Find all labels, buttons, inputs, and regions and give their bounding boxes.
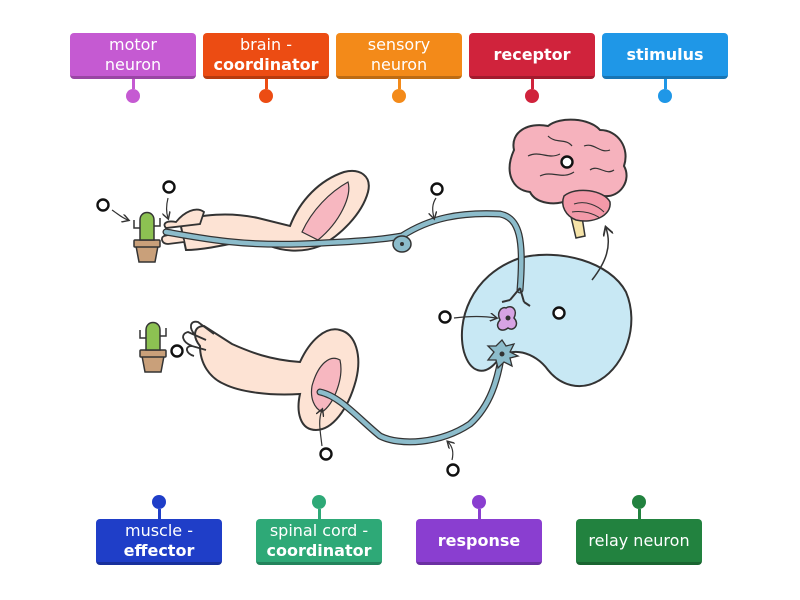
label-line-1: muscle - bbox=[124, 520, 193, 540]
label-pin-stem bbox=[397, 79, 401, 89]
label-pin-stem bbox=[477, 509, 481, 519]
label-line-1: brain - bbox=[240, 34, 292, 54]
label-receptor[interactable]: receptor bbox=[469, 33, 595, 79]
label-pin-dot bbox=[152, 495, 166, 509]
label-pin-dot bbox=[312, 495, 326, 509]
label-line-2: effector bbox=[123, 540, 195, 560]
label-line-1: spinal cord - bbox=[269, 520, 369, 540]
drop-target-icon[interactable] bbox=[96, 198, 110, 212]
label-pin-dot bbox=[525, 89, 539, 103]
label-line-2: neuron bbox=[104, 54, 162, 74]
label-line-1: receptor bbox=[493, 44, 571, 64]
label-muscle-effector[interactable]: muscle - effector bbox=[96, 519, 222, 565]
drop-target-icon[interactable] bbox=[430, 182, 444, 196]
label-pin-dot bbox=[472, 495, 486, 509]
label-pin-dot bbox=[632, 495, 646, 509]
label-sensory-neuron[interactable]: sensory neuron bbox=[336, 33, 462, 79]
cactus-bottom bbox=[139, 321, 167, 373]
label-pin-stem bbox=[530, 79, 534, 89]
spinal-cord bbox=[460, 253, 633, 388]
ascending-arrow bbox=[591, 228, 608, 281]
lower-arm bbox=[182, 320, 360, 432]
drop-target-icon[interactable] bbox=[560, 155, 574, 169]
label-pin-stem bbox=[264, 79, 268, 89]
label-pin-dot bbox=[658, 89, 672, 103]
label-line-1: stimulus bbox=[626, 44, 704, 64]
label-line-2: neuron bbox=[370, 54, 428, 74]
label-brain-coordinator[interactable]: brain - coordinator bbox=[203, 33, 329, 79]
label-relay-neuron[interactable]: relay neuron bbox=[576, 519, 702, 565]
brain bbox=[508, 118, 628, 239]
label-stimulus[interactable]: stimulus bbox=[602, 33, 728, 79]
label-line-1: sensory bbox=[367, 34, 431, 54]
drop-target-icon[interactable] bbox=[438, 310, 452, 324]
label-response[interactable]: response bbox=[416, 519, 542, 565]
drop-target-icon[interactable] bbox=[446, 463, 460, 477]
drop-target-icon[interactable] bbox=[319, 447, 333, 461]
motor-nerve bbox=[317, 349, 505, 445]
label-pin-dot bbox=[392, 89, 406, 103]
label-line-1: motor bbox=[108, 34, 157, 54]
drop-target-icon[interactable] bbox=[162, 180, 176, 194]
label-pin-dot bbox=[126, 89, 140, 103]
drop-target-icon[interactable] bbox=[170, 344, 184, 358]
label-pin-stem bbox=[157, 509, 161, 519]
label-spinal-cord-coordinator[interactable]: spinal cord - coordinator bbox=[256, 519, 382, 565]
drop-target-icon[interactable] bbox=[552, 306, 566, 320]
label-line-1: response bbox=[437, 530, 521, 550]
label-pin-stem bbox=[663, 79, 667, 89]
label-motor-neuron[interactable]: motor neuron bbox=[70, 33, 196, 79]
label-line-1: relay neuron bbox=[588, 530, 690, 550]
label-pin-stem bbox=[637, 509, 641, 519]
cactus-top bbox=[133, 211, 161, 263]
label-pin-dot bbox=[259, 89, 273, 103]
label-line-2: coordinator bbox=[213, 54, 319, 74]
label-pin-stem bbox=[131, 79, 135, 89]
upper-arm bbox=[161, 170, 370, 252]
label-line-2: coordinator bbox=[266, 540, 372, 560]
label-pin-stem bbox=[317, 509, 321, 519]
